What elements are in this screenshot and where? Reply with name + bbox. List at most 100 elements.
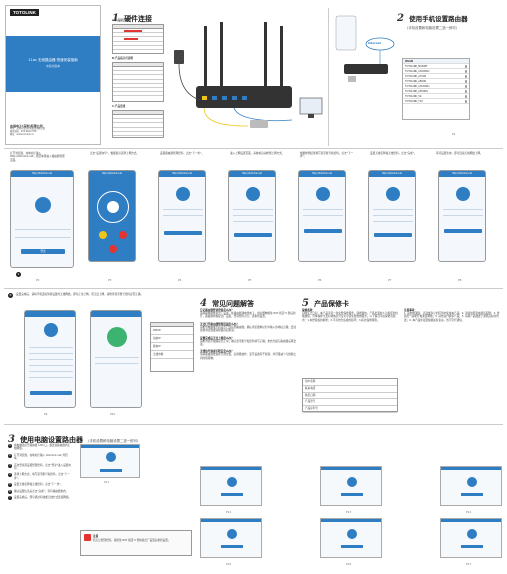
warranty-right-text: 1. 请勿在潮湿、高温或多尘的环境中使用本产品；2. 请使用原装电源适配器；3.…: [404, 312, 500, 322]
power-icon[interactable]: [119, 231, 127, 239]
section3-sub: (手机设置和电脑设置二选一即可): [88, 439, 139, 443]
save-button[interactable]: [30, 391, 72, 395]
wifi-item[interactable]: TOTOLINK_A3000RU: [403, 69, 469, 74]
wifi-item[interactable]: TOTOLINK_5G: [403, 94, 469, 99]
wifi-item[interactable]: TOTOLINK_N300RT: [403, 64, 469, 69]
phone-screen-10: [90, 310, 142, 408]
warranty-form: 用户名称 联系电话 购买日期 产品型号 产品序列号: [302, 378, 398, 413]
phone-step-5: 根据检测结果填写宽带账号和密码，点击"下一步"。: [300, 152, 354, 159]
section1-num: 1: [112, 13, 119, 24]
phone-label-p2: P2: [36, 278, 40, 282]
cover-footer: 吉翁电子(深圳)有限公司 地址：深圳市龙岗区坂田街道雅宝路 服务热线：400-6…: [10, 124, 98, 137]
settings-icon[interactable]: [99, 231, 107, 239]
wifi-list-title: WLAN: [403, 59, 469, 64]
brand-logo: TOTOLINK: [10, 9, 39, 16]
wifi-signal-icon: [464, 95, 467, 98]
phone-screen-9: [24, 310, 76, 408]
faq-question-3: 设置完成后无法上网怎么办？: [200, 336, 234, 340]
cover-panel: TOTOLINK 11ac 无线路由器 快速安装指南 中英文版本 吉翁电子(深圳…: [5, 5, 101, 145]
phone-label-p9: P9: [44, 412, 48, 416]
user-avatar-icon: [35, 197, 51, 213]
wifi-signal-icon: [464, 65, 467, 68]
next-button[interactable]: [304, 229, 342, 233]
phone-step-2: 点击"设置向导"，根据提示选择上网方式。: [90, 152, 140, 155]
pc-label-p13: P13: [346, 510, 352, 514]
phone-screen-5: http://itotolink.net: [298, 170, 346, 262]
wifi-item[interactable]: TOTOLINK_A950RG: [403, 89, 469, 94]
phone-screen-7: http://itotolink.net: [438, 170, 486, 262]
router-diagram: [174, 22, 323, 128]
faq-answer-2: 请检查电脑或手机是否已连接到路由器；确认浏览器地址栏中输入的地址正确；尝试更换浏…: [200, 325, 296, 333]
finish-button[interactable]: [444, 229, 482, 233]
section3-title: 使用电脑设置路由器: [20, 436, 84, 444]
pc-label-p12: P12: [226, 510, 232, 514]
section1-sub-c: C.产品连线: [112, 105, 126, 108]
wizard-icon: [107, 201, 119, 213]
warranty-right: 注意事项： 1. 请勿在潮湿、高温或多尘的环境中使用本产品；2. 请使用原装电源…: [404, 308, 502, 322]
phone-screen-1: http://itotolink.net 登录: [10, 170, 74, 268]
phone-label-p3: P3: [108, 278, 112, 282]
note-text: 若忘记管理密码，请按住 RST 按钮 5 秒恢复出厂设置后重新设置。: [93, 539, 171, 542]
section4-title: 常见问题解答: [212, 300, 255, 308]
footer-line-2: 服务热线：400-6622-558: [10, 129, 37, 133]
faq-question-2: 无法打开路由器管理页面怎么办？: [200, 322, 239, 326]
network-diagram: [335, 15, 395, 82]
section2-sub: (手机设置和电脑设置二选一即可): [407, 26, 458, 30]
phone-label-p5: P5: [248, 278, 252, 282]
footer-company: 吉翁电子(深圳)有限公司: [10, 124, 43, 128]
cover-subtitle: 中英文版本: [46, 64, 60, 68]
phone-screen-4: http://itotolink.net: [228, 170, 276, 262]
wifi-item[interactable]: TOTOLINK_A800R: [403, 79, 469, 84]
pc-screen-13: [320, 466, 382, 506]
router-icon: [176, 187, 190, 201]
done-button[interactable]: [374, 233, 412, 237]
section5-title: 产品保修卡: [314, 300, 350, 308]
warranty-right-heading: 注意事项：: [404, 309, 417, 312]
footer-line-3: 网址：www.totolink.cn: [10, 132, 34, 136]
section2-num: 2: [397, 13, 404, 24]
reboot-icon[interactable]: [109, 245, 117, 253]
pc-label-p17: P17: [466, 562, 472, 566]
wifi-signal-icon: [464, 100, 467, 103]
connection-table: [112, 110, 164, 138]
pc-screen-12: [200, 466, 262, 506]
wifi-signal-icon: [464, 85, 467, 88]
note-box: 注意 若忘记管理密码，请按住 RST 按钮 5 秒恢复出厂设置后重新设置。: [80, 530, 192, 556]
interface-table: [112, 24, 164, 54]
cover-band: 11ac 无线路由器 快速安装指南 中英文版本: [6, 36, 100, 92]
phone-screen-6: http://itotolink.net: [368, 170, 416, 262]
faq-list: 忘记路由器登录密码怎么办？ 请将路由器恢复出厂设置。在路由器通电状态下，用尖细物…: [200, 308, 296, 360]
mode-table: PPPoE 动态IP 静态IP 无线中继: [150, 322, 194, 372]
pc-label-p11: P11: [104, 480, 110, 484]
faq-answer-3: 请检查宽带线路是否正常；确认宽带账号和密码填写正确；重启光猫与路由器后再尝试。: [200, 339, 296, 347]
next-button[interactable]: [164, 231, 202, 235]
success-icon: [456, 187, 470, 201]
wifi-item[interactable]: TOTOLINK_A3002RU: [403, 84, 469, 89]
warning-icon: [84, 534, 91, 541]
wifi-item[interactable]: TOTOLINK_A702R: [403, 74, 469, 79]
faq-answer-4: 请将路由器放置在开阔位置，远离微波炉、蓝牙设备等干扰源，并尽量减少与终端之间的障…: [200, 353, 296, 360]
router-icon: [44, 323, 58, 337]
warranty-left-text: 自购买之日起，本产品享受一年免费保修服务。保修期内，产品出现非人为损坏的性能故障…: [302, 312, 398, 322]
phone-step-6: 设置无线名称和无线密码，点击"完成"。: [370, 152, 417, 155]
account-icon: [316, 187, 330, 201]
pc-screen-11: [80, 444, 140, 478]
footer-line-1: 地址：深圳市龙岗区坂田街道雅宝路: [10, 127, 45, 130]
pc-screen-16: [320, 518, 382, 558]
checkmark-icon: [107, 327, 127, 347]
login-button[interactable]: 登录: [21, 249, 65, 254]
section1-title: 硬件连接: [124, 15, 153, 23]
section4-num: 4: [200, 298, 207, 309]
cover-title: 11ac 无线路由器 快速安装指南: [28, 58, 78, 62]
section2-heading: 2 使用手机设置路由器 (手机设置和电脑设置二选一即可): [397, 6, 505, 30]
phone-step-4: 进入上网设置页面，系统将自动检测上网方式。: [230, 152, 285, 155]
phone-screen-3: http://itotolink.net: [158, 170, 206, 262]
faq-question-4: 无线信号弱或不稳定怎么办？: [200, 350, 234, 354]
next-button[interactable]: [234, 233, 272, 237]
red-highlight-2: [124, 38, 138, 40]
warranty-left: 保修条款： 自购买之日起，本产品享受一年免费保修服务。保修期内，产品出现非人为损…: [302, 308, 398, 322]
pc-label-p15: P15: [226, 562, 232, 566]
section3-num: 3: [8, 434, 15, 445]
wifi-item[interactable]: TOTOLINK_T10: [403, 99, 469, 104]
